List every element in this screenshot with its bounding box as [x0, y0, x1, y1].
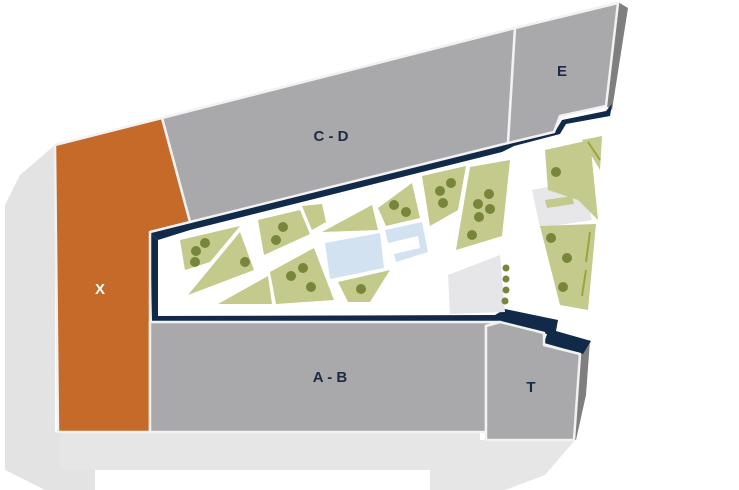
building-shadows — [5, 2, 628, 490]
planting-line — [587, 141, 601, 161]
tree — [502, 286, 510, 294]
building-label-cd: C - D — [314, 128, 349, 145]
tree — [200, 238, 210, 248]
tree — [191, 246, 201, 256]
trees — [190, 167, 572, 305]
garden-bed — [540, 224, 596, 310]
tree — [562, 253, 572, 263]
tree — [278, 222, 288, 232]
garden-bed — [270, 248, 334, 304]
tree — [298, 263, 308, 273]
water-feature — [325, 233, 384, 279]
buildings — [53, 1, 620, 442]
tree — [306, 282, 316, 292]
planting-line — [585, 231, 591, 263]
building-label-ab: A - B — [313, 369, 348, 386]
tree — [485, 204, 495, 214]
building-x[interactable] — [53, 116, 192, 434]
building-t[interactable] — [484, 320, 582, 442]
tree — [546, 233, 556, 243]
garden-bed — [258, 210, 310, 255]
building-e[interactable] — [506, 1, 620, 145]
courtyard-wall-west — [150, 233, 158, 322]
tree — [401, 207, 411, 217]
tree — [502, 275, 510, 283]
garden-bed — [302, 204, 326, 230]
tree — [446, 178, 456, 188]
water-feature — [385, 222, 428, 262]
water-feature — [545, 196, 574, 208]
courtyard-wall-north — [150, 104, 612, 240]
shadow-ab-t — [60, 432, 575, 490]
tree — [286, 271, 296, 281]
building-label-e: E — [557, 63, 567, 80]
garden-bed — [188, 232, 254, 295]
tree — [435, 186, 445, 196]
tree — [190, 257, 200, 267]
garden-bed — [545, 140, 598, 220]
tree — [558, 282, 568, 292]
garden-beds — [180, 136, 602, 310]
tree — [474, 212, 484, 222]
tree — [501, 297, 509, 305]
tree — [473, 199, 483, 209]
building-label-t: T — [526, 379, 535, 396]
garden-bed — [582, 136, 602, 170]
tree — [484, 189, 494, 199]
building-labels: C - D E X A - B T — [95, 63, 567, 396]
garden-bed — [322, 205, 378, 232]
shadow-e-edge — [606, 2, 628, 110]
planting-line — [581, 269, 587, 297]
garden-bed — [218, 276, 272, 304]
tree — [356, 284, 366, 294]
tree — [438, 198, 448, 208]
building-label-x: X — [95, 281, 105, 298]
planting-lines — [581, 141, 601, 297]
tree — [271, 235, 281, 245]
paved-plaza — [448, 255, 505, 314]
garden-bed — [456, 160, 510, 250]
tree — [467, 230, 477, 240]
tree — [551, 167, 561, 177]
tree — [240, 257, 250, 267]
shadow-x — [5, 145, 95, 490]
tree — [502, 264, 510, 272]
courtyard-wall-south — [152, 309, 591, 354]
tree — [389, 200, 399, 210]
courtyard — [150, 104, 612, 354]
shadow-t-edge — [573, 340, 590, 440]
